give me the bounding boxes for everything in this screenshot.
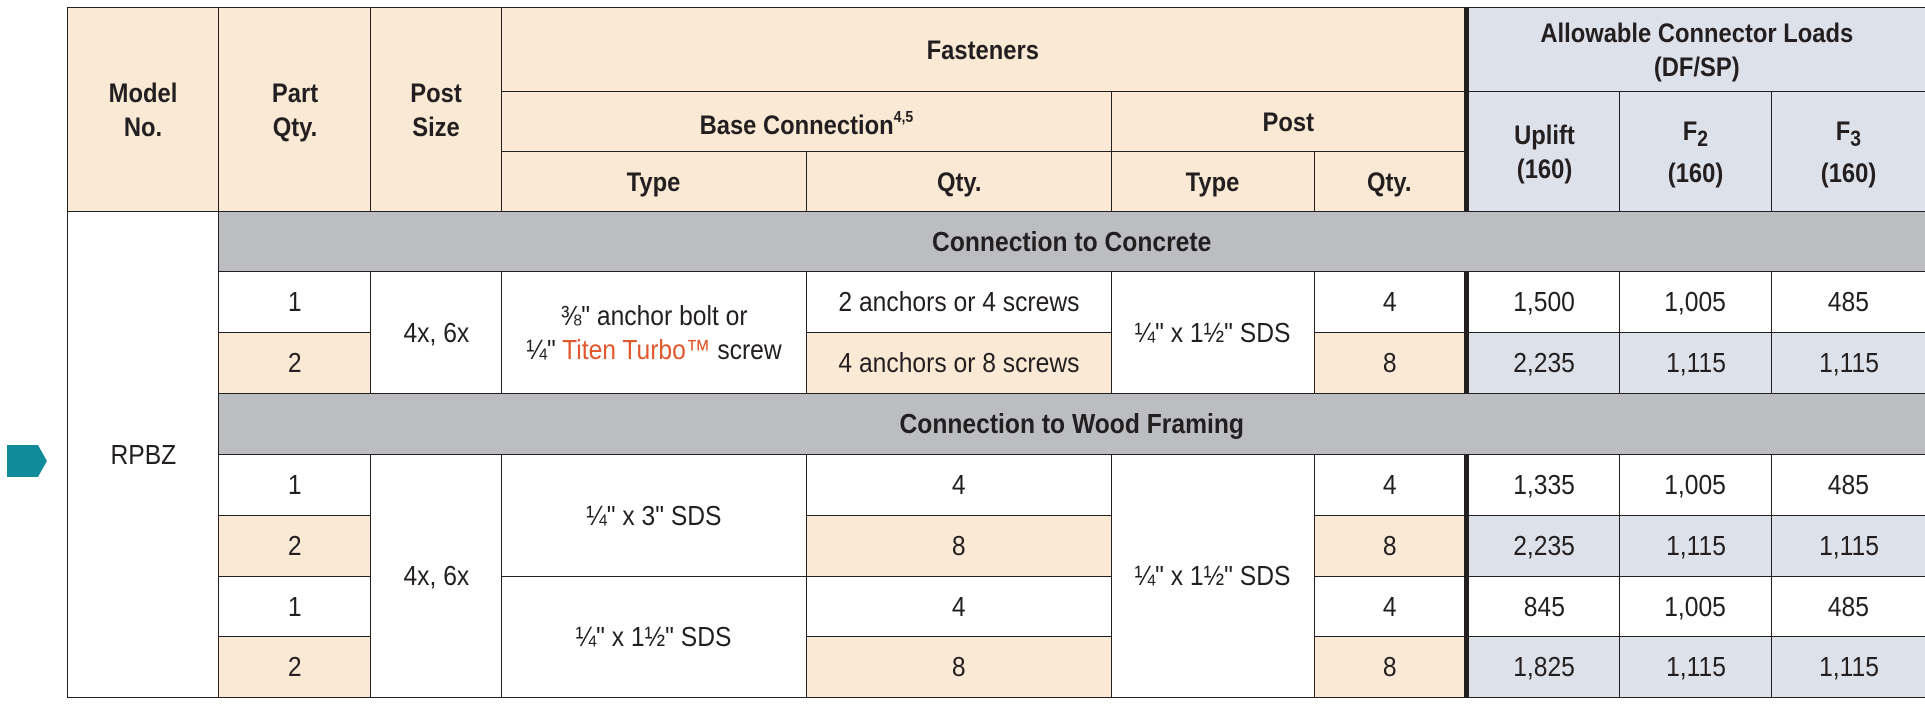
header-uplift: Uplift (160) — [1464, 91, 1621, 212]
uplift-cell: 2,235 — [1464, 332, 1621, 394]
base-qty-cell: 4 — [806, 454, 1112, 516]
section-title-concrete: Connection to Concrete — [217, 211, 1925, 272]
model-name: RPBZ — [67, 211, 219, 698]
header-base-type: Type — [501, 151, 807, 212]
base-qty-cell: 8 — [806, 515, 1112, 577]
base-qty-cell: 4 anchors or 8 screws — [806, 332, 1112, 394]
header-base-connection: Base Connection4,5 — [501, 91, 1112, 152]
header-f3: F3 (160) — [1771, 91, 1925, 212]
part-qty-cell: 1 — [218, 271, 371, 333]
uplift-cell: 2,235 — [1464, 515, 1621, 577]
header-allowable-loads: Allowable Connector Loads (DF/SP) — [1464, 7, 1925, 92]
row-marker-icon — [7, 445, 47, 477]
post-qty-cell: 4 — [1313, 454, 1468, 516]
base-qty-cell: 2 anchors or 4 screws — [806, 271, 1112, 333]
header-post: Post — [1110, 91, 1468, 152]
f3-cell: 485 — [1771, 271, 1925, 333]
section-title-wood: Connection to Wood Framing — [217, 393, 1925, 455]
base-type-cell: ⅜" anchor bolt or ¼" Titen Turbo™ screw — [501, 271, 807, 394]
header-base-qty: Qty. — [806, 151, 1112, 212]
uplift-cell: 1,335 — [1464, 454, 1621, 516]
f3-cell: 1,115 — [1771, 515, 1925, 577]
part-qty-cell: 2 — [218, 515, 371, 577]
f2-cell: 1,115 — [1619, 636, 1773, 698]
header-post-size: Post Size — [370, 7, 502, 212]
f2-cell: 1,115 — [1619, 332, 1773, 394]
f2-cell: 1,115 — [1619, 515, 1773, 577]
uplift-cell: 1,825 — [1464, 636, 1621, 698]
header-post-qty: Qty. — [1313, 151, 1468, 212]
post-qty-cell: 8 — [1313, 636, 1468, 698]
titen-turbo-brand: Titen Turbo™ — [562, 333, 711, 365]
post-size-cell: 4x, 6x — [370, 271, 502, 394]
base-qty-cell: 4 — [806, 576, 1112, 637]
f2-cell: 1,005 — [1619, 454, 1773, 516]
post-qty-cell: 8 — [1313, 332, 1468, 394]
f3-cell: 485 — [1771, 454, 1925, 516]
part-qty-cell: 2 — [218, 636, 371, 698]
base-type-cell: ¼" x 3" SDS — [501, 454, 807, 577]
uplift-cell: 1,500 — [1464, 271, 1621, 333]
uplift-cell: 845 — [1464, 576, 1621, 637]
part-qty-cell: 1 — [218, 454, 371, 516]
post-qty-cell: 4 — [1313, 271, 1468, 333]
header-part-qty: Part Qty. — [218, 7, 371, 212]
f2-cell: 1,005 — [1619, 576, 1773, 637]
f3-cell: 485 — [1771, 576, 1925, 637]
post-type-cell: ¼" x 1½" SDS — [1111, 271, 1315, 394]
part-qty-cell: 2 — [218, 332, 371, 394]
part-qty-cell: 1 — [218, 576, 371, 637]
header-post-type: Type — [1111, 151, 1315, 212]
post-qty-cell: 8 — [1313, 515, 1468, 577]
post-type-cell: ¼" x 1½" SDS — [1111, 454, 1315, 698]
post-qty-cell: 4 — [1313, 576, 1468, 637]
header-fasteners: Fasteners — [500, 7, 1468, 92]
post-size-cell: 4x, 6x — [370, 454, 502, 698]
f3-cell: 1,115 — [1771, 332, 1925, 394]
rpbz-load-table: Model No. Part Qty. Post Size Fasteners … — [67, 7, 1925, 698]
header-f2: F2 (160) — [1619, 91, 1773, 212]
base-type-cell: ¼" x 1½" SDS — [501, 576, 807, 698]
f2-cell: 1,005 — [1619, 271, 1773, 333]
header-model-no: Model No. — [67, 7, 219, 212]
f3-cell: 1,115 — [1771, 636, 1925, 698]
base-qty-cell: 8 — [806, 636, 1112, 698]
